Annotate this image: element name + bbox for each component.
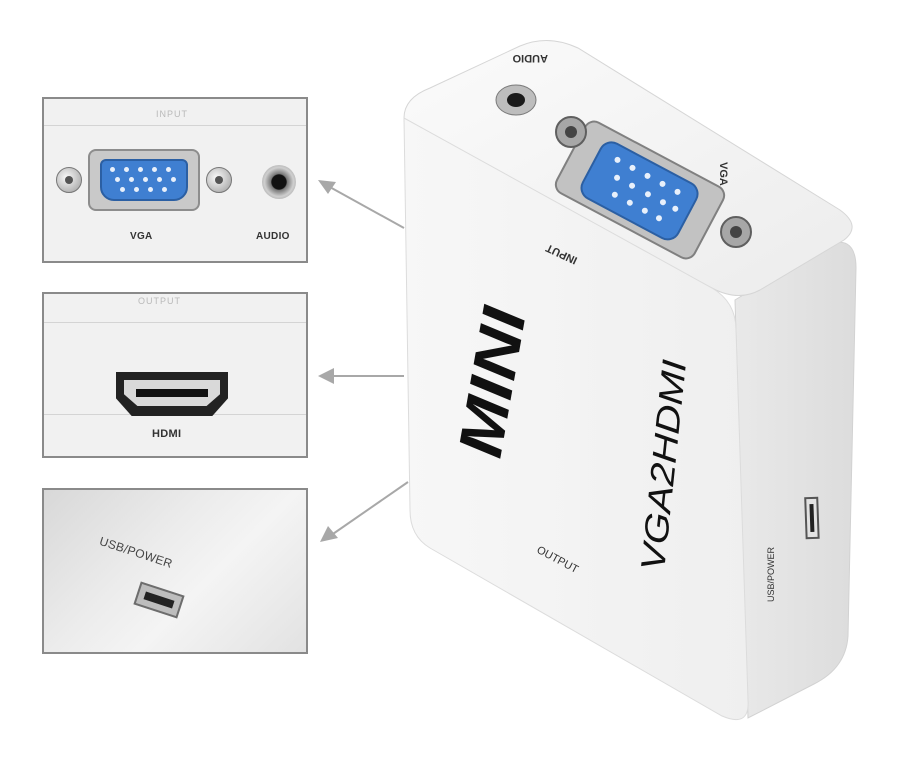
arrow-icon — [318, 180, 405, 229]
arrow-icon — [320, 481, 409, 542]
device-audio-label: AUDIO — [512, 52, 548, 64]
divider — [44, 125, 306, 126]
screw-icon — [56, 167, 82, 193]
panel-input-label: INPUT — [156, 109, 188, 119]
audio-jack — [262, 165, 296, 199]
arrow-icon — [318, 368, 404, 384]
panel-output-label: OUTPUT — [138, 296, 181, 306]
vga-label: VGA — [130, 231, 153, 242]
device-power-label: USB/POWER — [766, 546, 776, 602]
audio-label: AUDIO — [256, 231, 290, 242]
output-port-panel: OUTPUT HDMI — [42, 292, 308, 458]
divider — [44, 322, 306, 323]
input-ports-panel: INPUT VGA AUDIO — [42, 97, 308, 263]
screw-icon — [555, 116, 752, 248]
hdmi-label: HDMI — [152, 428, 182, 440]
power-port-panel: USB/POWER — [42, 488, 308, 654]
vga-port — [88, 149, 200, 211]
device-vga-label: VGA — [717, 162, 729, 186]
hdmi-port-tongue — [136, 389, 208, 397]
screw-icon — [206, 167, 232, 193]
